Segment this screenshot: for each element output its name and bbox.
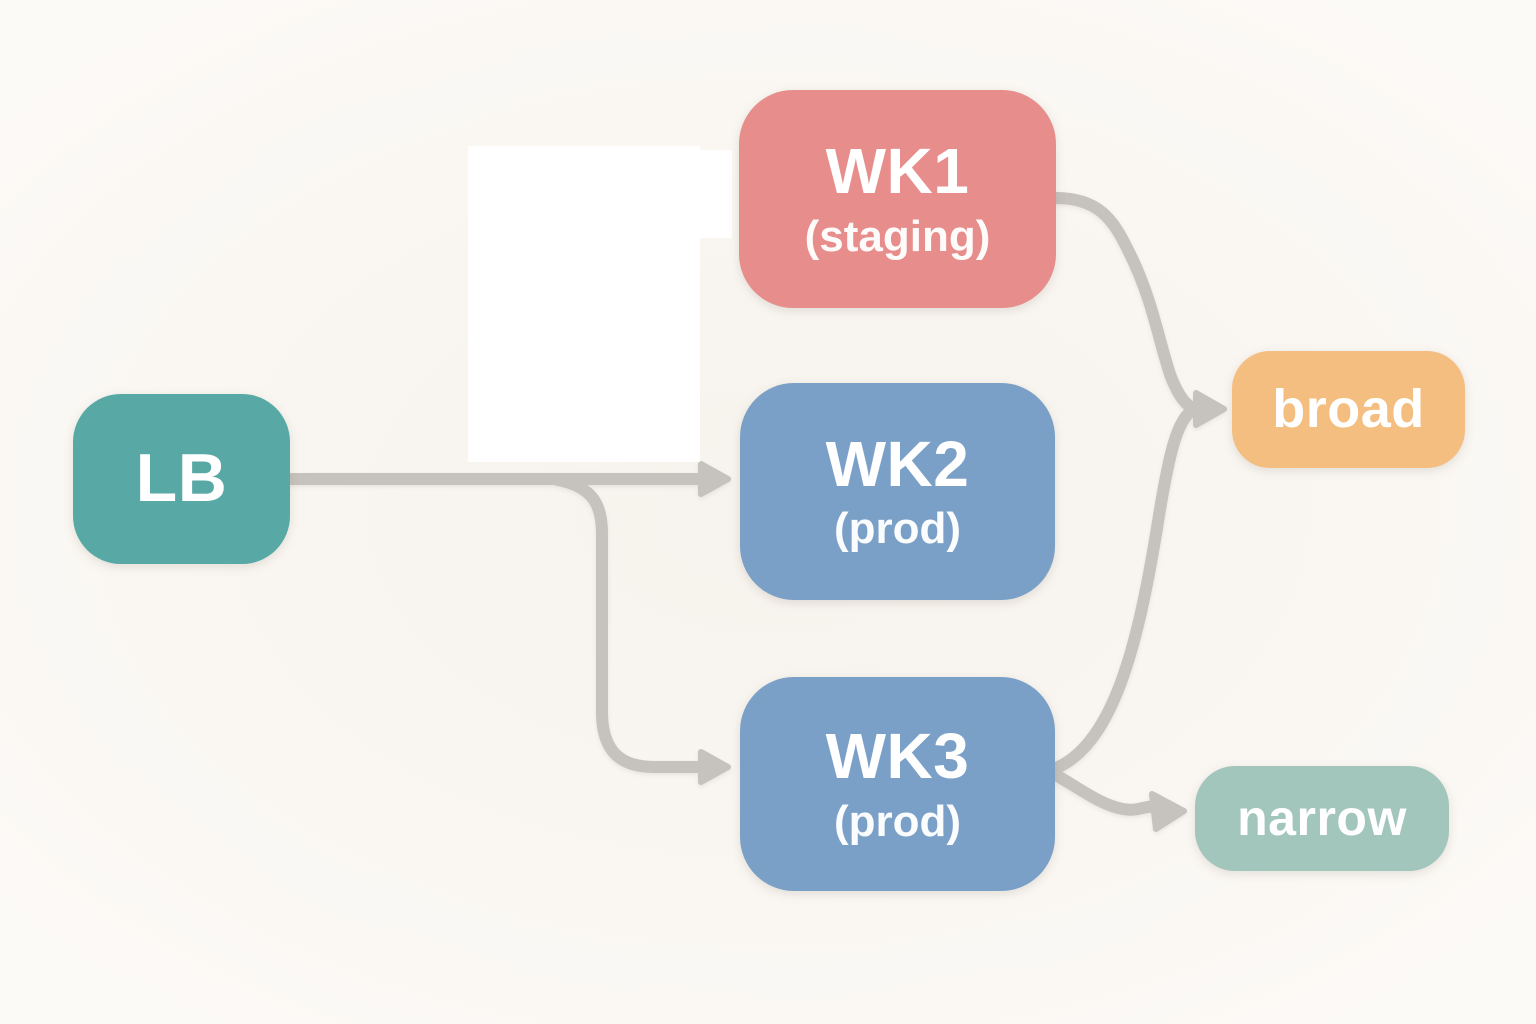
- node-wk2-sublabel: (prod): [833, 504, 962, 553]
- node-wk2-prod: WK2 (prod): [740, 383, 1055, 600]
- edge-wk1-broad: [1050, 192, 1200, 415]
- whiteout-patch-notch: [698, 150, 732, 238]
- node-wk1-staging: WK1 (staging): [739, 90, 1056, 308]
- node-narrow: narrow: [1195, 766, 1449, 871]
- edge-lb-wk3: [552, 474, 704, 773]
- arrowhead-broad-icon: [1193, 390, 1227, 428]
- node-lb: LB: [73, 394, 290, 564]
- node-wk3-prod: WK3 (prod): [740, 677, 1055, 891]
- edge-wk3-broad: [1045, 403, 1200, 776]
- arrowhead-narrow-icon: [1149, 791, 1187, 832]
- whiteout-patch: [468, 146, 700, 462]
- node-broad-label: broad: [1272, 379, 1425, 440]
- node-wk3-sublabel: (prod): [833, 796, 962, 846]
- node-wk1-label: WK1: [825, 135, 970, 208]
- arrowhead-wk2-icon: [698, 461, 731, 497]
- node-broad: broad: [1232, 351, 1465, 468]
- node-wk2-label: WK2: [825, 427, 970, 500]
- node-wk1-sublabel: (staging): [804, 211, 991, 261]
- node-lb-label: LB: [135, 440, 228, 517]
- node-narrow-label: narrow: [1237, 790, 1407, 847]
- arrowhead-wk3-icon: [698, 749, 731, 785]
- node-wk3-label: WK3: [825, 720, 970, 793]
- edge-wk3-narrow: [1045, 766, 1160, 816]
